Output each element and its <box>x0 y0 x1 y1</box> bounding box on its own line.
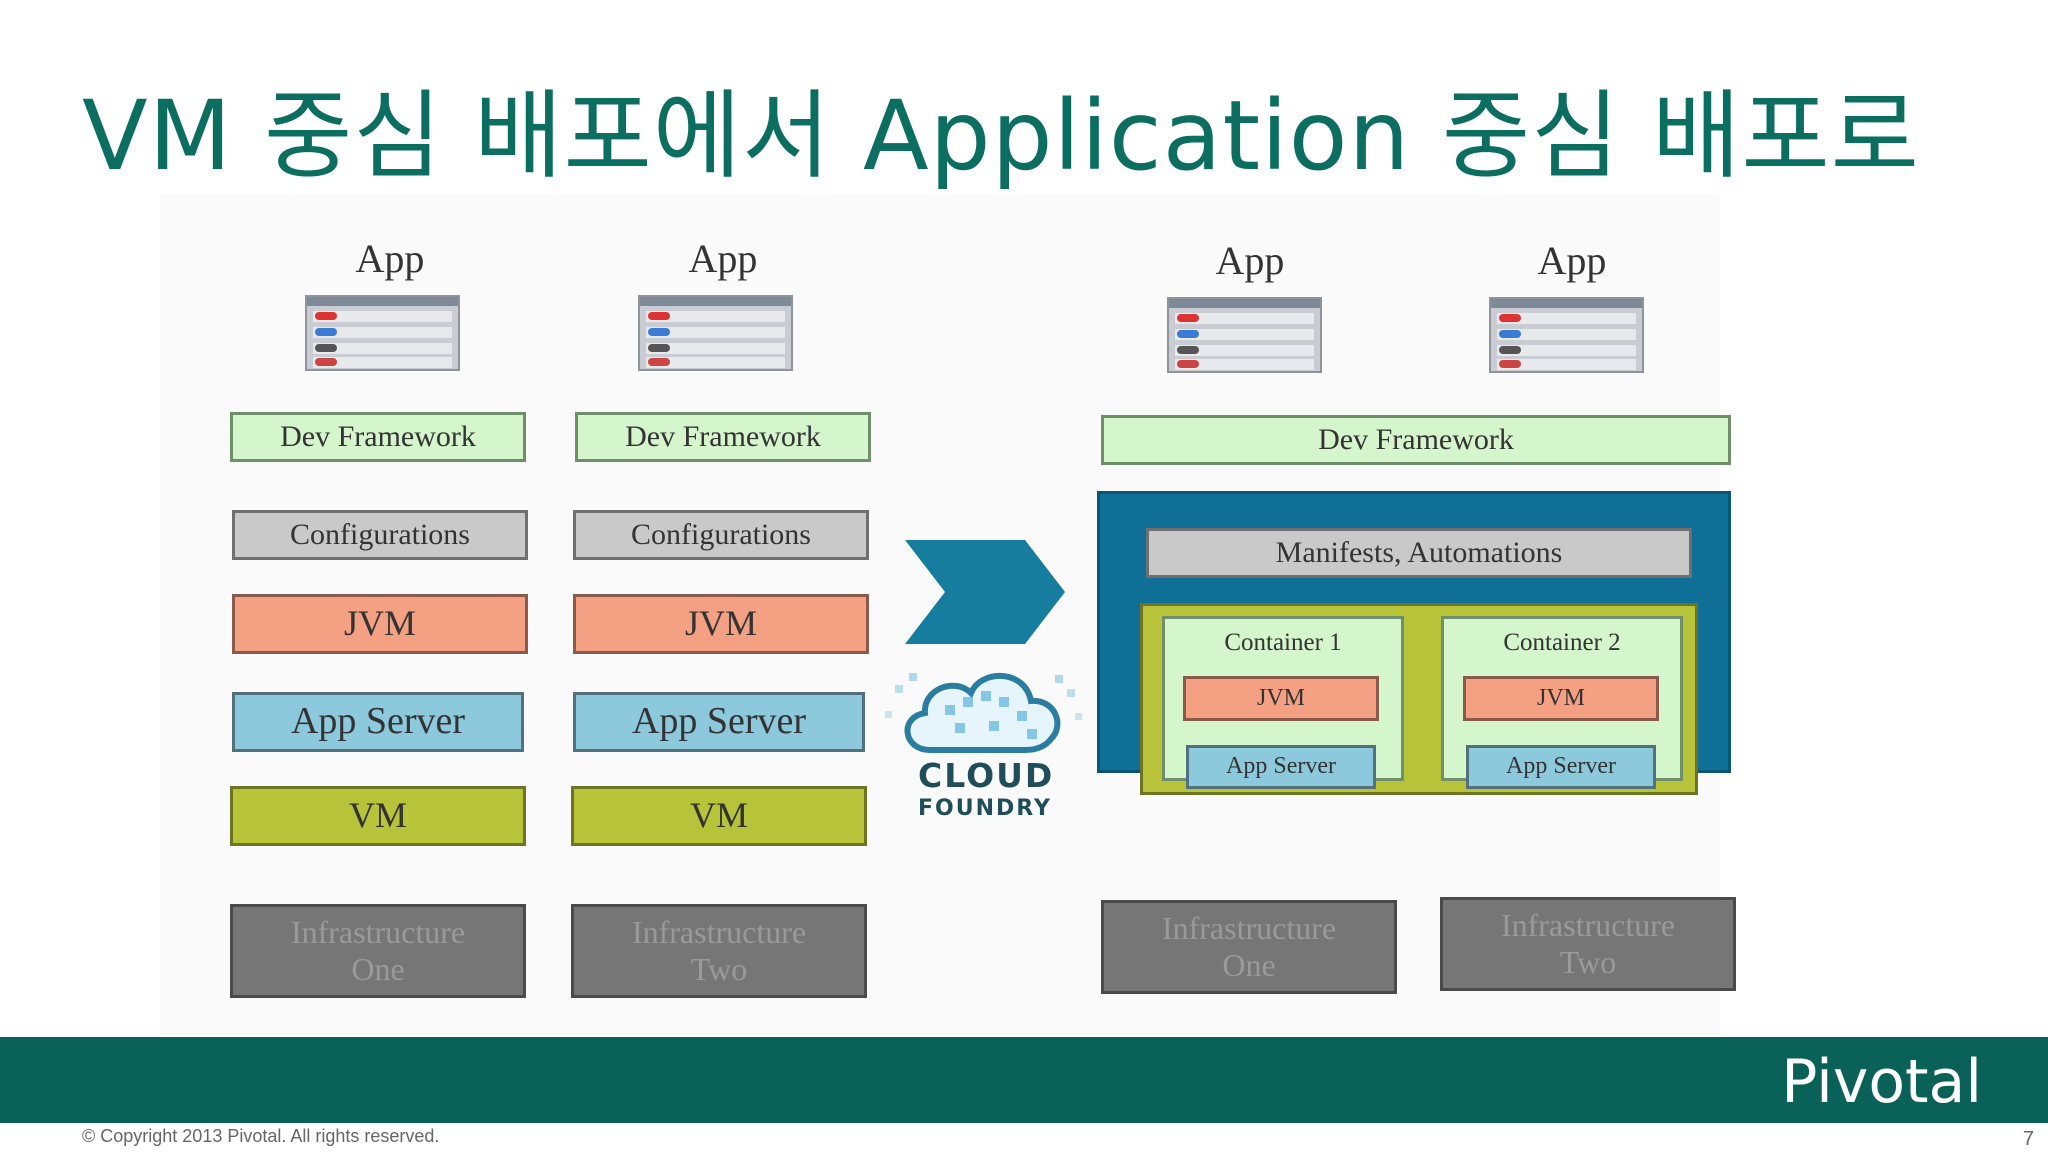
cloud-foundry-logo-subtext: FOUNDRY <box>918 796 1052 821</box>
app-label: App <box>1537 238 1607 283</box>
app-screenshot-icon <box>1167 297 1322 373</box>
infrastructure-two-box: Infrastructure Two <box>1440 897 1736 991</box>
jvm-box: JVM <box>232 594 528 654</box>
cloud-icon <box>885 672 1082 753</box>
manifests-automations-box: Manifests, Automations <box>1146 528 1692 578</box>
app-screenshot-icon <box>305 295 460 371</box>
slide-title: VM 중심 배포에서 Application 중심 배포로 <box>82 80 1920 192</box>
footer-band <box>0 1037 2048 1123</box>
infra-line2: One <box>351 951 405 987</box>
container-1-label: Container 1 <box>1224 629 1342 656</box>
infrastructure-two-box: Infrastructure Two <box>571 904 867 998</box>
pivotal-logo: Pivotal <box>1781 1047 1982 1117</box>
app-label: App <box>1215 238 1285 283</box>
infra-line2: Two <box>1559 944 1617 980</box>
vm-box: VM <box>230 786 526 846</box>
app-screenshot-icon <box>638 295 793 371</box>
dev-framework-box: Dev Framework <box>1101 415 1731 465</box>
infra-line2: Two <box>690 951 748 987</box>
cloud-foundry-logo-text: CLOUD <box>918 756 1055 795</box>
app-screenshot-icon <box>1489 297 1644 373</box>
infra-line1: Infrastructure <box>1161 910 1337 947</box>
configurations-box: Configurations <box>232 510 528 560</box>
infrastructure-one-box: Infrastructure One <box>1101 900 1397 994</box>
container-2-jvm-box: JVM <box>1463 676 1659 721</box>
app-label: App <box>355 236 425 281</box>
dev-framework-box: Dev Framework <box>230 412 526 462</box>
infra-line1: Infrastructure <box>631 914 807 951</box>
container-2-app-server-box: App Server <box>1466 745 1656 789</box>
jvm-box: JVM <box>573 594 869 654</box>
chevron-arrow-icon <box>905 540 1065 644</box>
app-label: App <box>688 236 758 281</box>
container-1-jvm-box: JVM <box>1183 676 1379 721</box>
container-2-label: Container 2 <box>1503 629 1621 656</box>
infra-line1: Infrastructure <box>290 914 466 951</box>
configurations-box: Configurations <box>573 510 869 560</box>
infra-line1: Infrastructure <box>1500 907 1676 944</box>
copyright-text: © Copyright 2013 Pivotal. All rights res… <box>82 1126 440 1146</box>
app-server-box: App Server <box>573 692 865 752</box>
infra-line2: One <box>1222 947 1276 983</box>
dev-framework-box: Dev Framework <box>575 412 871 462</box>
infrastructure-one-box: Infrastructure One <box>230 904 526 998</box>
container-1-app-server-box: App Server <box>1186 745 1376 789</box>
vm-box: VM <box>571 786 867 846</box>
page-number: 7 <box>2022 1128 2034 1150</box>
app-server-box: App Server <box>232 692 524 752</box>
